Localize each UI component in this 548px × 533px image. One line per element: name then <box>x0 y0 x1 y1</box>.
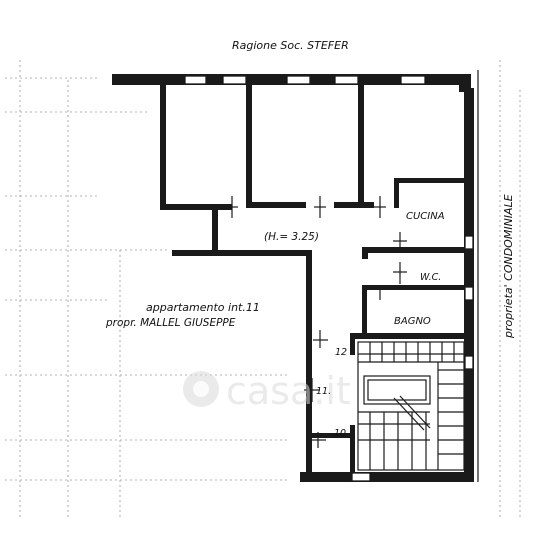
watermark: casa.it <box>183 369 351 413</box>
step-number-12: 12 <box>335 347 347 358</box>
wc-label: W.C. <box>420 272 441 283</box>
owner-label: propr. MALLEL GIUSEPPE <box>105 317 236 329</box>
apartment-label: appartamento int.11 <box>146 301 260 314</box>
step-number-11: 11. <box>316 386 331 397</box>
bath-label: BAGNO <box>394 316 431 327</box>
right-wall <box>464 70 479 482</box>
ceiling-height-label: (H.= 3.25) <box>264 231 319 243</box>
bottom-wall <box>300 472 474 482</box>
watermark-text: casa.it <box>226 369 351 413</box>
staircase <box>357 341 465 471</box>
door-marks <box>226 196 407 448</box>
room-walls <box>160 84 464 472</box>
neighbor-top-label: Ragione Soc. STEFER <box>232 39 349 52</box>
background-traces <box>5 60 521 520</box>
step-number-10: 10 <box>334 428 346 439</box>
top-windows <box>184 75 426 85</box>
kitchen-label: CUCINA <box>406 211 445 222</box>
neighbor-right-label: proprieta' CONDOMINIALE <box>502 194 515 339</box>
